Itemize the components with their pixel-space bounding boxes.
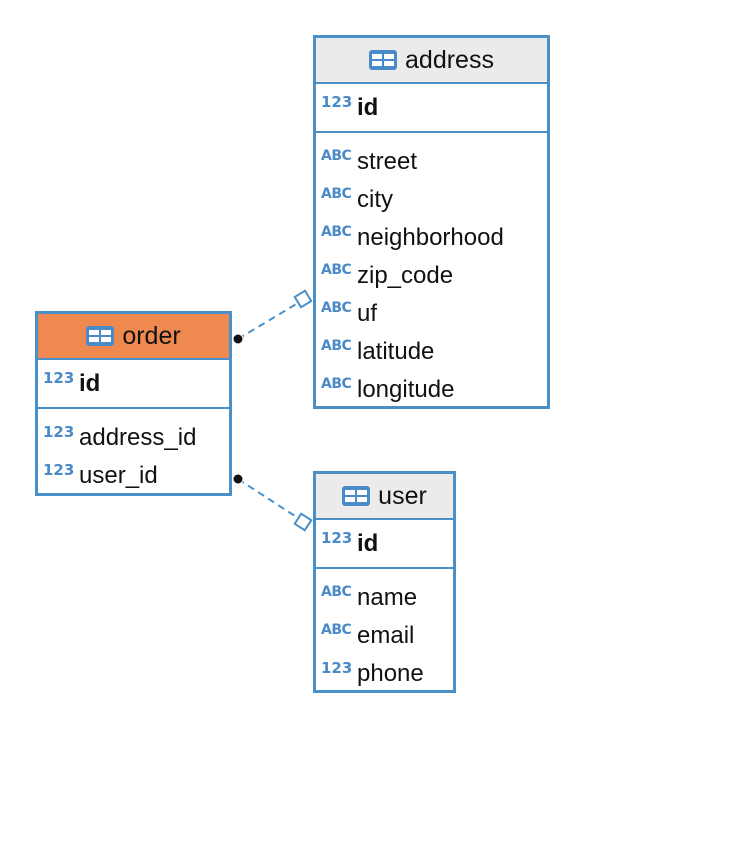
- column-name: email: [357, 622, 415, 649]
- numeric-type-icon: 123: [321, 93, 353, 111]
- column-name: name: [357, 584, 418, 611]
- numeric-type-icon: 123: [43, 369, 75, 387]
- numeric-type-icon: 123: [321, 529, 353, 547]
- column-name: neighborhood: [357, 224, 504, 251]
- text-type-icon: ABC: [321, 262, 352, 278]
- entity-user[interactable]: user 123 id ABC name ABC email 123 phone: [313, 471, 456, 693]
- columns-section: 123 address_id 123 user_id: [38, 409, 229, 501]
- column-name: street: [357, 148, 418, 175]
- entity-title: user: [378, 481, 427, 510]
- column-name: id: [357, 530, 379, 557]
- primary-key-section: 123 id: [316, 520, 453, 569]
- text-type-icon: ABC: [321, 148, 352, 164]
- column-row[interactable]: ABC uf: [321, 295, 547, 333]
- connector-line: [237, 302, 299, 340]
- columns-section: ABC street ABC city ABC neighborhood ABC…: [316, 133, 547, 415]
- column-row[interactable]: ABC street: [321, 143, 547, 181]
- connector-origin-dot: [232, 333, 244, 345]
- text-type-icon: ABC: [321, 300, 352, 316]
- entity-title: address: [405, 45, 494, 74]
- entity-order[interactable]: order 123 id 123 address_id 123 user_id: [35, 311, 232, 496]
- columns-section: ABC name ABC email 123 phone: [316, 569, 453, 699]
- entity-address[interactable]: address 123 id ABC street ABC city ABC n…: [313, 35, 550, 409]
- column-name: latitude: [357, 338, 435, 365]
- entity-header[interactable]: order: [38, 314, 229, 360]
- column-row[interactable]: ABC city: [321, 181, 547, 219]
- text-type-icon: ABC: [321, 224, 352, 240]
- column-row[interactable]: 123 id: [321, 529, 453, 559]
- relationship-order-user[interactable]: [232, 473, 313, 532]
- text-type-icon: ABC: [321, 338, 352, 354]
- column-name: id: [79, 370, 101, 397]
- column-row[interactable]: ABC name: [321, 579, 453, 617]
- entity-header[interactable]: address: [316, 38, 547, 84]
- column-name: phone: [357, 660, 424, 687]
- column-name: city: [357, 186, 393, 213]
- table-grid-icon: [342, 486, 371, 506]
- numeric-type-icon: 123: [43, 423, 75, 441]
- column-row[interactable]: ABC email: [321, 617, 453, 655]
- entity-header[interactable]: user: [316, 474, 453, 520]
- text-type-icon: ABC: [321, 186, 352, 202]
- primary-key-section: 123 id: [38, 360, 229, 409]
- column-name: longitude: [357, 376, 455, 403]
- column-row[interactable]: 123 phone: [321, 655, 453, 693]
- table-grid-icon: [86, 326, 115, 346]
- column-row[interactable]: ABC neighborhood: [321, 219, 547, 257]
- column-row[interactable]: 123 id: [43, 369, 229, 399]
- primary-key-section: 123 id: [316, 84, 547, 133]
- column-name: id: [357, 94, 379, 121]
- column-row[interactable]: 123 address_id: [43, 419, 229, 457]
- connector-target-diamond: [293, 289, 313, 309]
- column-name: zip_code: [357, 262, 454, 289]
- connector-target-diamond: [293, 512, 313, 532]
- table-grid-icon: [369, 50, 398, 70]
- column-row[interactable]: 123 user_id: [43, 457, 229, 495]
- column-name: uf: [357, 300, 378, 327]
- numeric-type-icon: 123: [321, 659, 353, 677]
- column-row[interactable]: 123 id: [321, 93, 547, 123]
- column-row[interactable]: ABC latitude: [321, 333, 547, 371]
- column-row[interactable]: ABC longitude: [321, 371, 547, 409]
- numeric-type-icon: 123: [43, 461, 75, 479]
- text-type-icon: ABC: [321, 376, 352, 392]
- text-type-icon: ABC: [321, 622, 352, 638]
- connector-origin-dot: [232, 473, 244, 485]
- text-type-icon: ABC: [321, 584, 352, 600]
- column-name: address_id: [79, 424, 197, 451]
- column-name: user_id: [79, 462, 158, 489]
- entity-title: order: [122, 321, 181, 350]
- connector-line: [237, 478, 299, 519]
- relationship-order-address[interactable]: [232, 289, 313, 345]
- column-row[interactable]: ABC zip_code: [321, 257, 547, 295]
